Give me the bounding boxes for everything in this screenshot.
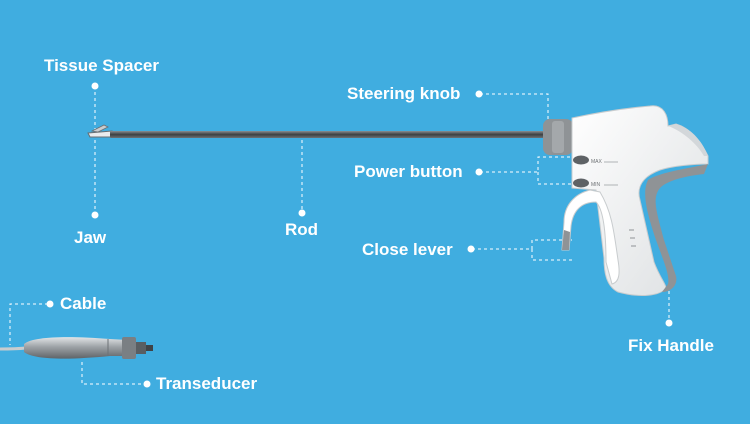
dot-rod <box>298 209 306 217</box>
max-mark: MAX <box>591 159 603 165</box>
power-button-max[interactable] <box>573 155 589 165</box>
leader-dots <box>46 82 673 388</box>
leader-close-lever-top <box>472 239 572 250</box>
dot-close-lever <box>467 245 475 253</box>
leader-transducer <box>81 362 146 385</box>
leader-cable <box>9 303 48 345</box>
label-cable: Cable <box>60 294 107 313</box>
handle-vents <box>629 229 636 247</box>
dot-fix-handle <box>665 319 673 327</box>
jaw-tip <box>87 124 113 138</box>
leader-lines <box>9 86 670 385</box>
leader-close-lever-bottom <box>531 249 572 261</box>
dot-transducer <box>143 380 151 388</box>
close-lever[interactable] <box>561 189 620 285</box>
label-steering-knob: Steering knob <box>347 84 461 103</box>
rod-shaft <box>110 131 550 138</box>
leader-power-min <box>537 172 572 185</box>
label-rod: Rod <box>285 220 319 239</box>
dot-cable <box>46 300 54 308</box>
label-fix-handle: Fix Handle <box>628 336 714 355</box>
cable-wire <box>0 346 27 351</box>
label-transducer: Transeducer <box>156 374 258 393</box>
dot-steering-knob <box>475 90 483 98</box>
transducer <box>24 337 153 359</box>
label-jaw: Jaw <box>74 228 107 247</box>
handle-grip-trim <box>645 164 708 292</box>
dot-jaw <box>91 211 99 219</box>
leader-power-max <box>480 156 572 173</box>
dot-power-button <box>475 168 483 176</box>
power-button-min[interactable] <box>573 178 589 188</box>
label-power-button: Power button <box>354 162 463 181</box>
label-close-lever: Close lever <box>362 240 453 259</box>
dot-tissue-spacer <box>91 82 99 90</box>
label-tissue-spacer: Tissue Spacer <box>44 56 159 75</box>
min-mark: MIN <box>591 182 601 188</box>
leader-steering-knob <box>480 93 549 120</box>
